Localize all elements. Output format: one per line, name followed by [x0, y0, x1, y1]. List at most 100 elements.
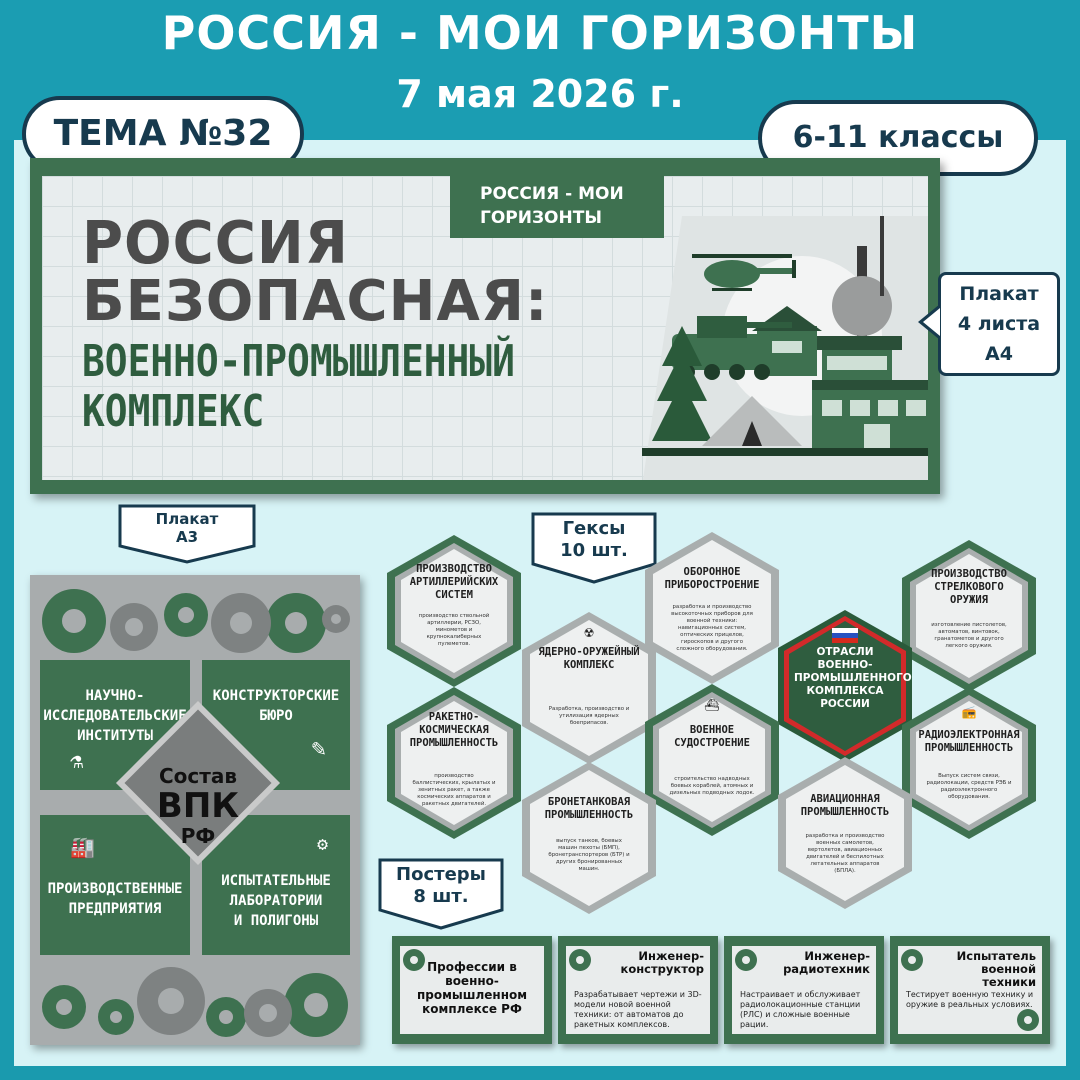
hex-small-arms-desc: изготовление пистолетов, автоматов, винт…	[931, 622, 1007, 649]
gear-icon	[1017, 1009, 1039, 1031]
gears-top-icon	[42, 589, 350, 653]
hex-aviation: АВИАЦИОННАЯ ПРОМЫШЛЕННОСТЬ разработка и …	[776, 755, 914, 911]
control-tower-icon	[812, 216, 902, 380]
poster-professions-inner: Профессии в военно-промышленном комплекс…	[400, 946, 544, 1034]
a4-callout-line3: А4	[985, 343, 1013, 365]
poster-tester-inner: Испытатель военной техники Тестирует вое…	[898, 946, 1042, 1034]
gear-icon	[403, 949, 425, 971]
banner-tab-line2: ГОРИЗОНТЫ	[480, 208, 602, 228]
radio-icon: 📻	[961, 705, 977, 719]
banner-tab-line1: РОССИЯ - МОИ	[480, 184, 624, 204]
factory-icon: 🏭	[70, 835, 95, 859]
hex-small-arms-title: ПРОИЗВОДСТВО СТРЕЛКОВОГО ОРУЖИЯ	[931, 568, 1007, 606]
test-labs-panel: ⚙ ИСПЫТАТЕЛЬНЫЕ ЛАБОРАТОРИИ И ПОЛИГОНЫ	[202, 815, 350, 955]
quad4-line3: И ПОЛИГОНЫ	[233, 913, 319, 929]
hex-shipbuilding-desc: строительство надводных боевых кораблей,…	[669, 776, 755, 796]
main-banner: РОССИЯ - МОИ ГОРИЗОНТЫ РОССИЯ БЕЗОПАСНАЯ…	[30, 158, 940, 494]
a4-callout-line1: Плакат	[959, 283, 1039, 305]
poster-radio-engineer-inner: Инженер-радиотехник Настраивает и обслуж…	[732, 946, 876, 1034]
hex-center-branches: ОТРАСЛИ ВОЕННО-ПРОМЫШЛЕННОГО КОМПЛЕКСА Р…	[776, 608, 914, 764]
hex-small-arms: ПРОИЗВОДСТВО СТРЕЛКОВОГО ОРУЖИЯ изготовл…	[900, 538, 1038, 694]
a4-callout-pointer-fill	[923, 308, 940, 336]
poster-design-engineer: Инженер-конструктор Разрабатывает чертеж…	[558, 936, 718, 1044]
a3-label: Плакат А3	[120, 510, 254, 546]
hex-armor-title: БРОНЕТАНКОВАЯ ПРОМЫШЛЕННОСТЬ	[544, 796, 634, 821]
manufacturing-plants-panel: 🏭 ПРОИЗВОДСТВЕННЫЕ ПРЕДПРИЯТИЯ	[40, 815, 190, 955]
banner-canvas: РОССИЯ - МОИ ГОРИЗОНТЫ РОССИЯ БЕЗОПАСНАЯ…	[42, 176, 928, 480]
hex-nuclear-desc: Разработка, производство и утилизация яд…	[548, 706, 630, 726]
center-line1: Состав	[158, 764, 238, 788]
russian-flag-icon	[832, 628, 858, 643]
poster-design-engineer-title: Инженер-конструктор	[620, 949, 704, 976]
hex-armor-desc: выпуск танков, боевых машин пехоты (БМП)…	[548, 838, 630, 872]
banner-subtitle-line2: КОМПЛЕКС	[82, 386, 265, 437]
poster-tester: Испытатель военной техники Тестирует вое…	[890, 936, 1050, 1044]
quad1-line1: НАУЧНО-	[85, 688, 145, 704]
posters-label: Постеры 8 шт.	[380, 864, 502, 908]
hex-rocket-space-title: РАКЕТНО-КОСМИЧЕСКАЯ ПРОМЫШЛЕННОСТЬ	[409, 711, 499, 749]
hex-shipbuilding: ⛴ ВОЕННОЕ СУДОСТРОЕНИЕ строительство над…	[643, 682, 781, 838]
gear-icon	[569, 949, 591, 971]
hex-artillery: ПРОИЗВОДСТВО АРТИЛЛЕРИЙСКИХ СИСТЕМ произ…	[385, 533, 523, 689]
helicopter-icon	[692, 254, 796, 291]
conveyor-icon: ⚙	[317, 834, 328, 855]
quad1-line3: ИНСТИТУТЫ	[77, 728, 153, 744]
hex-nuclear: ☢ ЯДЕРНО-ОРУЖЕЙНЫЙ КОМПЛЕКС Разработка, …	[520, 610, 658, 766]
hexes-label-line2: 10 шт.	[560, 540, 628, 561]
poster-radio-engineer: Инженер-радиотехник Настраивает и обслуж…	[724, 936, 884, 1044]
page-title: РОССИЯ - МОИ ГОРИЗОНТЫ	[161, 6, 919, 60]
quad3-line1: ПРОИЗВОДСТВЕННЫЕ	[47, 881, 183, 897]
quad1-line2: ИССЛЕДОВАТЕЛЬСКИЕ	[43, 708, 187, 724]
ship-icon: ⛴	[704, 698, 720, 712]
poster-professions: Профессии в военно-промышленном комплекс…	[392, 936, 552, 1044]
poster-tester-desc: Тестирует военную технику и оружие в реа…	[906, 990, 1034, 1009]
hex-aviation-title: АВИАЦИОННАЯ ПРОМЫШЛЕННОСТЬ	[800, 793, 890, 818]
banner-title-line2: БЕЗОПАСНАЯ:	[82, 269, 549, 334]
center-line2: ВПК	[156, 786, 240, 826]
hexes-label-line1: Гексы	[562, 518, 626, 539]
poster-design-engineer-inner: Инженер-конструктор Разрабатывает чертеж…	[566, 946, 710, 1034]
hex-aviation-desc: разработка и производство военных самоле…	[805, 833, 885, 874]
a4-callout-line2: 4 листа	[957, 313, 1041, 335]
posters-label-line2: 8 шт.	[413, 886, 469, 907]
a3-label-line1: Плакат	[155, 510, 219, 528]
center-line3: РФ	[180, 824, 216, 848]
quad4-line2: ЛАБОРАТОРИИ	[229, 893, 323, 909]
gear-icon	[901, 949, 923, 971]
tent-icon	[702, 396, 802, 446]
hex-armor: БРОНЕТАНКОВАЯ ПРОМЫШЛЕННОСТЬ выпуск танк…	[520, 760, 658, 916]
posters-label-line1: Постеры	[396, 864, 486, 885]
hex-rocket-space: РАКЕТНО-КОСМИЧЕСКАЯ ПРОМЫШЛЕННОСТЬ произ…	[385, 685, 523, 841]
quad4-line1: ИСПЫТАТЕЛЬНЫЕ	[221, 873, 331, 889]
hex-artillery-desc: производство ствольной артиллерии, РСЗО,…	[418, 613, 490, 647]
banner-title-line1: РОССИЯ	[82, 209, 349, 278]
hex-label-shape	[531, 512, 657, 584]
poster-design-engineer-desc: Разрабатывает чертежи и 3D-модели новой …	[574, 990, 702, 1029]
hex-nuclear-title: ЯДЕРНО-ОРУЖЕЙНЫЙ КОМПЛЕКС	[538, 646, 640, 671]
a3-poster: НАУЧНО- ИССЛЕДОВАТЕЛЬСКИЕ ИНСТИТУТЫ ⚗ КО…	[30, 575, 360, 1045]
hex-center-title: ОТРАСЛИ ВОЕННО-ПРОМЫШЛЕННОГО КОМПЛЕКСА Р…	[794, 646, 912, 710]
quad2-line1: КОНСТРУКТОРСКИЕ	[212, 688, 340, 704]
pencil-ruler-icon: ✎	[311, 734, 326, 762]
hex-radioelectronics-desc: Выпуск систем связи, радиолокации, средс…	[926, 773, 1012, 800]
hex-radioelectronics-title: РАДИОЭЛЕКТРОННАЯ ПРОМЫШЛЕННОСТЬ	[918, 729, 1020, 754]
hex-instruments-desc: разработка и производство высокоточных п…	[671, 604, 753, 652]
poster-radio-engineer-desc: Настраивает и обслуживает радиолокационн…	[740, 990, 861, 1029]
gears-bottom-icon	[42, 967, 348, 1037]
hex-instruments: ОБОРОННОЕ ПРИБОРОСТРОЕНИЕ разработка и п…	[643, 530, 781, 686]
a4-poster-callout: Плакат 4 листа А4	[938, 272, 1060, 376]
a3-label-line2: А3	[175, 528, 199, 546]
hex-radioelectronics: 📻 РАДИОЭЛЕКТРОННАЯ ПРОМЫШЛЕННОСТЬ Выпуск…	[900, 685, 1038, 841]
flask-icon: ⚗	[70, 749, 84, 774]
hexes-label: Гексы 10 шт.	[533, 518, 655, 562]
hex-shipbuilding-title: ВОЕННОЕ СУДОСТРОЕНИЕ	[674, 724, 750, 749]
poster-professions-title: Профессии в военно-промышленном комплекс…	[416, 960, 528, 1016]
vpk-composition-title: Состав ВПК РФ	[113, 765, 283, 847]
gear-icon	[735, 949, 757, 971]
headquarters-building-icon	[812, 380, 928, 450]
hex-artillery-title: ПРОИЗВОДСТВО АРТИЛЛЕРИЙСКИХ СИСТЕМ	[409, 563, 499, 601]
military-illustration	[642, 216, 928, 480]
radiation-icon: ☢	[583, 626, 595, 640]
event-date: 7 мая 2026 г.	[396, 72, 684, 116]
banner-subtitle-line1: ВОЕННО-ПРОМЫШЛЕННЫЙ	[82, 336, 515, 387]
